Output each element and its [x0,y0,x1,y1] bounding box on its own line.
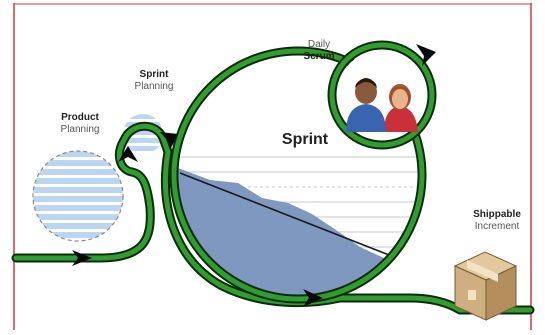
shippable-box-icon [453,251,518,321]
sprint-title: Sprint [281,131,329,148]
burndown-area [178,168,418,295]
team-people-icon [346,78,418,132]
outer-frame [13,3,532,330]
arrow-icon [416,44,436,66]
burndown-chart [178,156,418,295]
arrow-icon [303,289,323,307]
daily-scrum-label: Daily Scrum [303,39,335,62]
arrow-icon [72,250,92,266]
sprint-planning-label: Sprint Planning [134,69,174,92]
shippable-increment-label: Shippable Increment [473,209,521,232]
arrow-icon [118,146,138,162]
product-planning-label: Product Planning [60,112,100,135]
flow-arrows [72,44,436,307]
arrow-icon [160,132,178,150]
product-backlog-stack [32,150,124,242]
ideal-burndown-line [179,172,413,265]
